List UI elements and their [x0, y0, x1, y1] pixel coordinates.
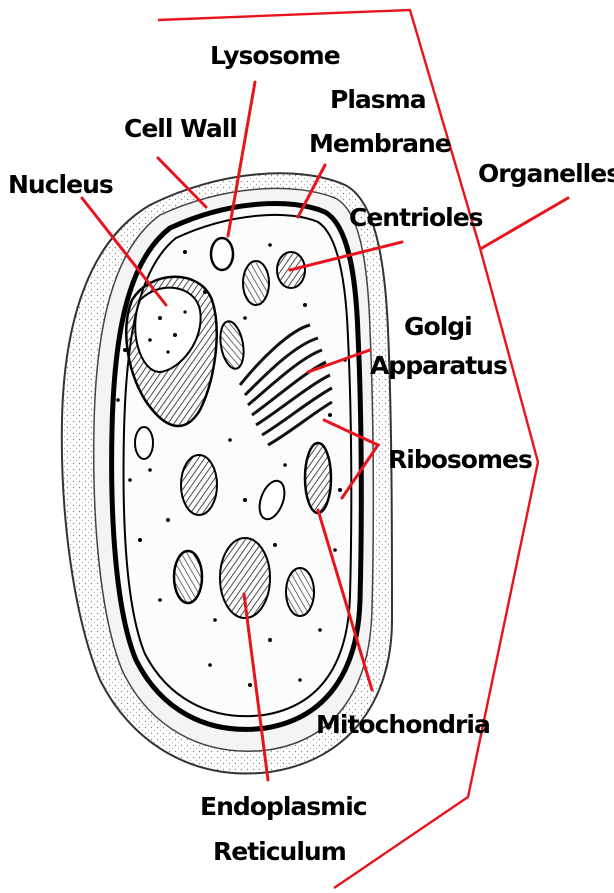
label-golgi-line2: Apparatus — [370, 351, 507, 380]
label-organelles: Organelles — [478, 159, 614, 188]
leader-organelles — [482, 198, 568, 248]
label-er-line1: Endoplasmic — [200, 792, 367, 821]
label-plasma-membrane-line1: Plasma — [330, 85, 426, 114]
label-centrioles: Centrioles — [349, 203, 483, 232]
label-plasma-membrane-line2: Membrane — [309, 129, 451, 158]
lysosome-shape — [211, 238, 233, 270]
label-mitochondria: Mitochondria — [316, 710, 490, 739]
label-lysosome: Lysosome — [210, 41, 340, 70]
plant-cell-illustration — [62, 173, 392, 773]
label-golgi-line1: Golgi — [404, 312, 472, 341]
label-cell-wall: Cell Wall — [124, 114, 237, 143]
label-ribosomes: Ribosomes — [388, 445, 532, 474]
mitochondria-shape — [305, 443, 331, 513]
label-er-line2: Reticulum — [213, 837, 346, 866]
label-nucleus: Nucleus — [8, 170, 113, 199]
